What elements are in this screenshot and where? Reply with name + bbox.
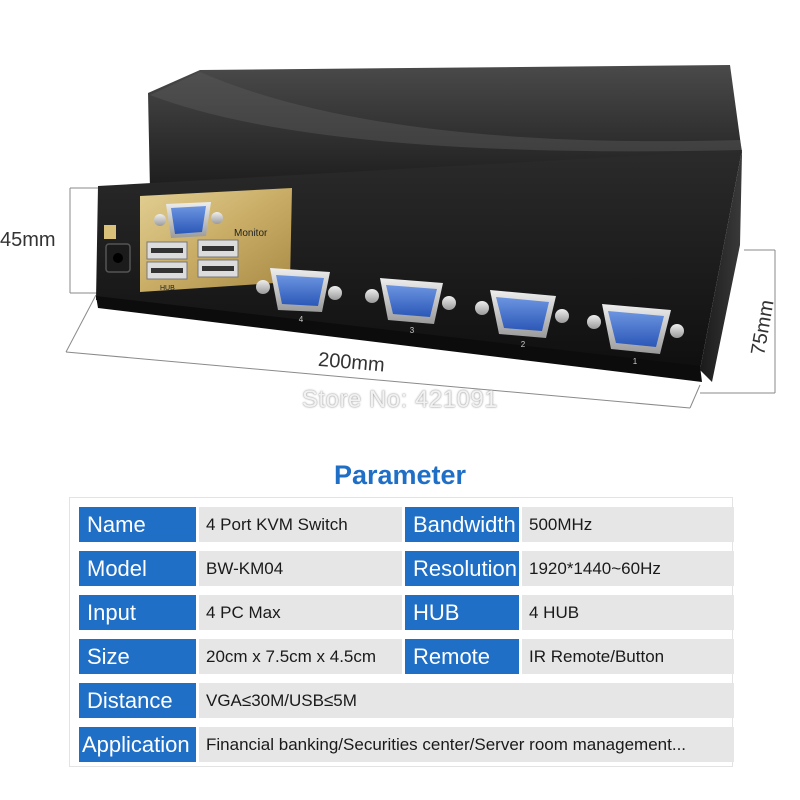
monitor-vga-port xyxy=(154,202,223,238)
param-value-2: IR Remote/Button xyxy=(522,639,734,674)
power-jack xyxy=(104,225,131,273)
vga-port-1: 1 xyxy=(587,304,684,366)
port-number-1: 1 xyxy=(633,357,638,366)
parameter-title: Parameter xyxy=(333,460,467,490)
param-value: 20cm x 7.5cm x 4.5cm xyxy=(199,639,402,674)
vga-port-2: 2 xyxy=(475,290,569,349)
usb-ports xyxy=(146,239,239,280)
param-label-2: Bandwidth xyxy=(405,507,519,542)
param-value: 4 PC Max xyxy=(199,595,402,630)
param-label: Distance xyxy=(79,683,196,718)
device-top-highlight xyxy=(150,72,742,152)
width-dimension-label: 200mm xyxy=(317,349,385,377)
param-value: BW-KM04 xyxy=(199,551,402,586)
param-value-2: 4 HUB xyxy=(522,595,734,630)
parameter-table: Name 4 Port KVM Switch Bandwidth 500MHz … xyxy=(69,497,734,767)
param-label: Application xyxy=(79,727,196,762)
param-value-2: 1920*1440~60Hz xyxy=(522,551,734,586)
param-label: Input xyxy=(79,595,196,630)
param-value: 4 Port KVM Switch xyxy=(199,507,402,542)
device-base xyxy=(96,296,702,382)
height-dimension-label: 45mm xyxy=(0,229,56,251)
dimension-lines xyxy=(65,187,776,409)
vga-port-3: 3 xyxy=(365,278,456,335)
param-value: VGA≤30M/USB≤5M xyxy=(199,683,734,718)
vga-port-4: 4 xyxy=(256,268,342,324)
param-label-2: Remote xyxy=(405,639,519,674)
param-value: Financial banking/Securities center/Serv… xyxy=(199,727,734,762)
device-side xyxy=(700,150,742,382)
depth-dimension-label: 75mm xyxy=(747,298,778,357)
param-value-2: 500MHz xyxy=(522,507,734,542)
param-label: Model xyxy=(79,551,196,586)
port-number-2: 2 xyxy=(521,340,526,349)
hub-label: HUB xyxy=(160,285,175,292)
param-label-2: Resolution xyxy=(405,551,519,586)
port-number-3: 3 xyxy=(410,326,415,335)
store-watermark: Store No: 421091 xyxy=(301,386,499,413)
product-figure: Monitor HUB 4 3 2 xyxy=(0,65,779,409)
monitor-port-label: Monitor xyxy=(234,228,268,239)
param-label: Size xyxy=(79,639,196,674)
param-label: Name xyxy=(79,507,196,542)
param-label-2: HUB xyxy=(405,595,519,630)
port-number-4: 4 xyxy=(299,315,304,324)
